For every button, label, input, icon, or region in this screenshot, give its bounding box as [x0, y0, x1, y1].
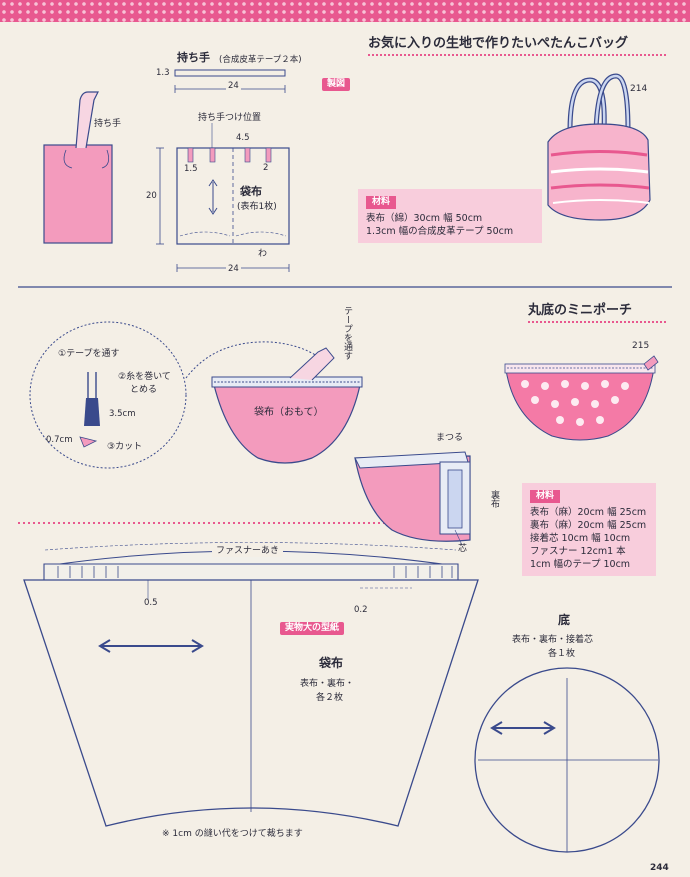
page-number: 244: [650, 863, 669, 873]
pouch-label: 袋布（おもて）: [254, 407, 324, 418]
material-item: 表布（麻）20cm 幅 25cm: [530, 507, 647, 518]
handle-label: 持ち手: [94, 119, 122, 129]
dim-3-5cm: 3.5cm: [109, 409, 136, 419]
bottom-sub1: 表布・裏布・接着芯: [512, 635, 594, 645]
header-title-pouch: 丸底のミニポーチ: [528, 303, 633, 318]
pattern-bag-label: 袋布: [319, 656, 344, 670]
dim-4-5: 4.5: [236, 133, 250, 143]
pattern-bag-sub1: 表布・裏布・: [300, 679, 355, 689]
step-1: ①テープを通す: [58, 349, 120, 359]
handle-length: 24: [226, 80, 241, 92]
fold-label: わ: [258, 249, 268, 259]
top-band: [0, 0, 690, 22]
materials-label: 材料: [530, 490, 561, 503]
seam-note: ※ 1cm の縫い代をつけて裁ちます: [162, 829, 303, 839]
dim-20: 20: [146, 190, 157, 202]
title-underline-2: [528, 321, 666, 323]
materials-box-214: 材料 表布（綿）30cm 幅 50cm 1.3cm 幅の合成皮革テープ 50cm: [358, 189, 542, 243]
materials-box-215: 材料 表布（麻）20cm 幅 25cm 裏布（麻）20cm 幅 25cm 接着芯…: [522, 483, 656, 576]
step-2a: ②糸を巻いて: [118, 372, 171, 382]
zipper-label: ファスナーあき: [212, 545, 284, 557]
bag-sub: (表布1枚): [237, 202, 277, 212]
bag-label: 袋布: [240, 185, 262, 198]
material-item: 接着芯 10cm 幅 10cm: [530, 533, 631, 544]
tape-label: テープを通す: [342, 306, 352, 360]
dim-1-5: 1.5: [184, 164, 198, 174]
dim-0-5: 0.5: [144, 598, 158, 608]
dim-24: 24: [226, 263, 241, 275]
handle-pos-label: 持ち手つけ位置: [198, 113, 262, 123]
pattern-bag-sub2: 各２枚: [316, 693, 344, 703]
dim-2: 2: [263, 163, 269, 173]
step-3: ③カット: [107, 442, 143, 452]
item-number-214: 214: [630, 84, 648, 94]
handle-title: 持ち手: [177, 51, 210, 64]
bottom-sub2: 各１枚: [548, 649, 576, 659]
handle-width: 1.3: [156, 68, 170, 78]
header-title-bags: お気に入りの生地で作りたいぺたんこバッグ: [368, 36, 629, 51]
material-item: ファスナー 12cm1 本: [530, 546, 626, 557]
urafu-label: 裏布: [489, 490, 499, 508]
step-2b: とめる: [130, 385, 158, 395]
handle-note: (合成皮革テープ２本): [219, 55, 302, 65]
bottom-label: 底: [558, 613, 571, 627]
dim-0-2: 0.2: [354, 605, 368, 615]
shin-label: 芯: [458, 544, 468, 554]
actual-size-label: 実物大の型紙: [280, 622, 345, 635]
materials-label: 材料: [366, 196, 397, 209]
matsuru-label: まつる: [436, 433, 464, 443]
title-underline: [368, 54, 666, 56]
material-item: 1.3cm 幅の合成皮革テープ 50cm: [366, 226, 514, 237]
material-item: 裏布（麻）20cm 幅 25cm: [530, 520, 647, 531]
dim-0-7cm: 0.7cm: [46, 435, 73, 445]
material-item: 1cm 幅のテープ 10cm: [530, 559, 631, 570]
seizu-label: 製図: [322, 78, 351, 91]
item-number-215: 215: [632, 341, 650, 351]
material-item: 表布（綿）30cm 幅 50cm: [366, 213, 483, 224]
